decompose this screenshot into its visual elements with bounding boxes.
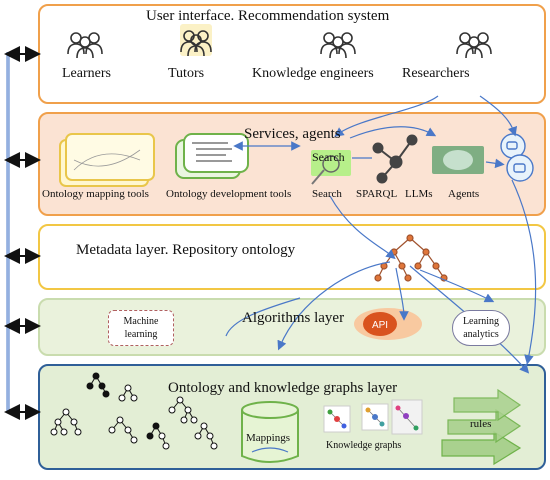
learners-icon: [67, 32, 103, 59]
service-ontology-development-tools: Ontology development tools: [166, 188, 292, 200]
ontology-layer-title: Ontology and knowledge graphs layer: [168, 380, 398, 396]
robot-icon: [500, 133, 534, 182]
metadata-layer-title: Metadata layer. Repository ontology: [76, 242, 296, 258]
arrow-blue-8: [277, 261, 391, 351]
role-researchers: Researchers: [402, 66, 470, 81]
search-badge: Search: [312, 150, 345, 164]
arrow-blue-4: [349, 126, 437, 139]
service-ontology-mapping-tools: Ontology mapping tools: [42, 188, 149, 200]
arrow-blue-12: [511, 179, 537, 365]
arrow-blue-7: [485, 158, 505, 169]
service-llms: LLMs: [405, 188, 433, 200]
arrow-blue-5: [479, 95, 518, 137]
role-knowledge-engineers: Knowledge engineers: [252, 66, 374, 81]
arrow-blue-10: [419, 269, 495, 303]
ui-layer: [38, 4, 546, 104]
search-icon: [311, 150, 351, 185]
learning-analytics-box: Learning analytics: [452, 310, 510, 346]
rules-label: rules: [470, 418, 492, 430]
services-layer-title: Services, agents: [244, 126, 341, 142]
repository-ontology-tree-icon: [374, 234, 448, 282]
mappings-label: Mappings: [246, 432, 290, 444]
service-sparql: SPARQL: [356, 188, 398, 200]
metadata-layer: [38, 224, 546, 290]
machine-learning-line1: Machine: [123, 316, 159, 327]
role-tutors: Tutors: [168, 66, 205, 81]
arrow-blue-13: [225, 297, 301, 337]
learning-analytics-line2: analytics: [463, 329, 499, 340]
arrow-blue-2: [329, 195, 396, 260]
rules-arrows-icon: [441, 388, 522, 466]
knowledge-engineers-icon: [320, 32, 356, 59]
role-learners: Learners: [62, 66, 111, 81]
sparql-icon: [372, 134, 418, 184]
arrow-blue-1: [334, 95, 439, 137]
knowledge-graph-icon: [323, 399, 423, 435]
researchers-icon: [456, 32, 492, 59]
machine-learning-box: Machine learning: [108, 310, 174, 346]
knowledge-graphs-label: Knowledge graphs: [326, 440, 402, 451]
tutors-icon: [180, 24, 212, 57]
learning-analytics-line1: Learning: [462, 316, 500, 327]
ui-layer-title: User interface. Recommendation system: [146, 8, 390, 24]
service-agents: Agents: [448, 188, 480, 200]
tree-icon: [50, 372, 218, 450]
api-cloud-icon: API: [354, 308, 422, 340]
algorithms-layer-title: Algorithms layer: [242, 310, 345, 326]
brain-icon: [432, 146, 484, 174]
ontology-mapping-tools-icon: [59, 133, 155, 187]
database-icon: [241, 401, 299, 463]
api-label: API: [372, 320, 388, 331]
ontology-development-tools-icon: [175, 133, 249, 179]
machine-learning-line2: learning: [124, 329, 158, 340]
arrow-blue-9: [395, 267, 409, 321]
service-search: Search: [312, 188, 342, 200]
